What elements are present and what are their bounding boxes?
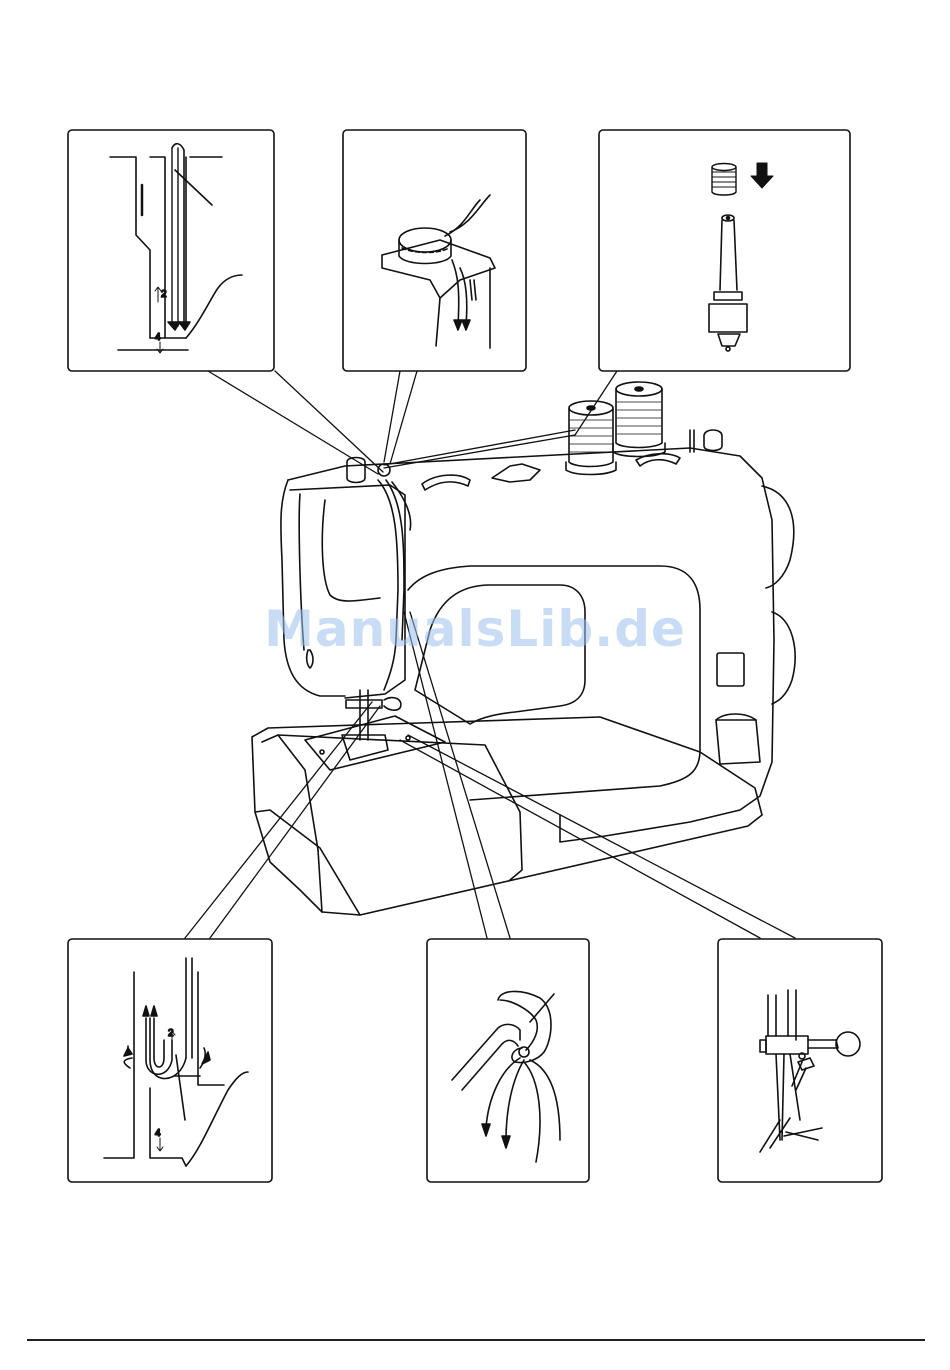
down-arrow-icon	[751, 163, 773, 188]
panel4-step4-label: 4	[155, 1128, 161, 1139]
panel1-step2-label: 2	[161, 289, 167, 300]
panel-lower-guide-detail	[68, 939, 272, 1182]
panel1-step4-label: 4	[155, 332, 161, 343]
footer-rule	[27, 1339, 925, 1341]
panel-spool-pin-detail	[599, 130, 850, 371]
watermark-text: ManualsLib.de	[0, 600, 950, 658]
panel-take-up-lever-detail	[427, 939, 589, 1182]
panel-thread-guide-detail	[68, 130, 274, 371]
panel-needle-clamp-detail	[718, 939, 882, 1182]
panel4-step2-label: 2	[168, 1028, 174, 1039]
panel-tension-disc-detail	[343, 130, 526, 371]
spool-icon	[712, 164, 736, 196]
